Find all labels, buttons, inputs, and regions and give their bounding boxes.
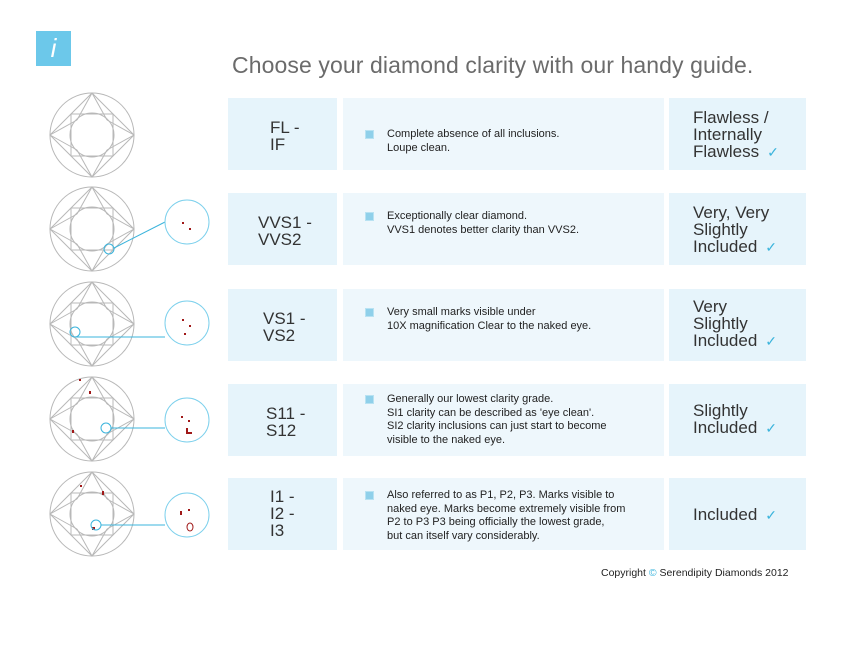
check-icon: ✓	[765, 239, 778, 255]
clarity-label: Included✓	[693, 505, 778, 524]
copyright-icon: ©	[648, 567, 657, 579]
check-icon: ✓	[767, 144, 779, 160]
grade-label: S11 - S12	[266, 404, 306, 440]
copyright-notice: Copyright © Serendipity Diamonds 2012	[601, 567, 789, 579]
clarity-label: Flawless / Internally Flawless✓	[693, 108, 779, 161]
description-text: Also referred to as P1, P2, P3. Marks vi…	[387, 489, 626, 542]
grade-label: FL - IF	[270, 118, 300, 154]
diamond-diagram-flawless	[44, 90, 224, 180]
grade-cell: S11 - S12	[228, 384, 337, 456]
check-icon: ✓	[765, 507, 778, 523]
diamond-diagram-included	[44, 469, 224, 559]
clarity-label: Very Slightly Included✓	[693, 297, 778, 350]
clarity-label-cell: Flawless / Internally Flawless✓	[669, 98, 806, 170]
description-cell: Generally our lowest clarity grade. SI1 …	[343, 384, 664, 456]
description-cell: Also referred to as P1, P2, P3. Marks vi…	[343, 478, 664, 550]
diamond-diagram-si	[44, 374, 224, 464]
diamond-diagram-vvs	[44, 184, 224, 274]
bullet-icon	[365, 491, 374, 500]
diamond-diagram-vs	[44, 279, 224, 369]
bullet-icon	[365, 308, 374, 317]
page-title: Choose your diamond clarity with our han…	[232, 52, 754, 78]
clarity-label: Slightly Included✓	[693, 401, 778, 437]
grade-cell: VVS1 - VVS2	[228, 193, 337, 265]
bullet-icon	[365, 212, 374, 221]
description-text: Very small marks visible under 10X magni…	[387, 306, 592, 332]
check-icon: ✓	[765, 333, 778, 349]
bullet-icon	[365, 395, 374, 404]
grade-label: I1 - I2 - I3	[270, 487, 295, 540]
description-cell: Exceptionally clear diamond. VVS1 denote…	[343, 193, 664, 265]
clarity-label-cell: Very Slightly Included✓	[669, 289, 806, 361]
grade-cell: I1 - I2 - I3	[228, 478, 337, 550]
description-cell: Complete absence of all inclusions. Loup…	[343, 98, 664, 170]
description-text: Exceptionally clear diamond. VVS1 denote…	[387, 210, 580, 236]
grade-cell: FL - IF	[228, 98, 337, 170]
description-text: Complete absence of all inclusions. Loup…	[387, 128, 560, 154]
clarity-label: Very, Very Slightly Included✓	[693, 203, 778, 256]
description-text: Generally our lowest clarity grade. SI1 …	[387, 393, 607, 446]
grade-cell: VS1 - VS2	[228, 289, 337, 361]
grade-label: VS1 - VS2	[263, 309, 306, 345]
grade-label: VVS1 - VVS2	[258, 213, 312, 249]
description-cell: Very small marks visible under 10X magni…	[343, 289, 664, 361]
clarity-label-cell: Included✓	[669, 478, 806, 550]
check-icon: ✓	[765, 420, 778, 436]
info-icon: i	[36, 31, 71, 66]
clarity-label-cell: Very, Very Slightly Included✓	[669, 193, 806, 265]
bullet-icon	[365, 130, 374, 139]
clarity-label-cell: Slightly Included✓	[669, 384, 806, 456]
